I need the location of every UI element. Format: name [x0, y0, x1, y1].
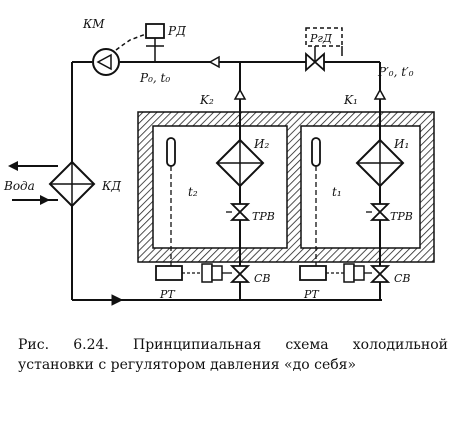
compressor: [92, 33, 147, 76]
k1-label: K₁: [343, 93, 358, 107]
km-label: КМ: [82, 17, 105, 31]
p0-t0-label: P₀, t₀: [139, 71, 170, 85]
thermo-bulb-right: [311, 137, 321, 272]
figure-caption: Рис. 6.24. Принципиальная схема холодиль…: [18, 337, 448, 373]
thermostat-left: [155, 263, 232, 283]
p0-t0-prime-label: P′₀, t′₀: [377, 65, 414, 79]
voda-label: Вода: [3, 179, 35, 193]
kd-label: КД: [101, 179, 121, 193]
flow-arrows: [111, 55, 387, 306]
thermostat-right: [299, 263, 372, 283]
solenoid-valve-right: [369, 265, 391, 283]
rt-left-label: РТ: [159, 288, 176, 301]
evaporator-left: [215, 138, 265, 188]
evaporator-right: [355, 138, 405, 188]
back-pressure-regulator: [305, 27, 343, 73]
t2-label: t₂: [188, 185, 198, 199]
expansion-valve-right: [366, 203, 391, 221]
pressure-switch: [145, 23, 165, 62]
rd-label: РД: [167, 24, 186, 38]
trv-right-label: ТРВ: [390, 210, 413, 223]
k2-label: K₂: [199, 93, 214, 107]
expansion-valve-left: [226, 203, 251, 221]
trv-left-label: ТРВ: [252, 210, 275, 223]
condenser: [8, 160, 96, 208]
solenoid-valve-left: [229, 265, 251, 283]
rt-right-label: РТ: [303, 288, 320, 301]
cold-chamber: [137, 111, 435, 263]
thermo-bulb-left: [166, 137, 176, 272]
sv-left-label: СВ: [254, 272, 271, 285]
t1-label: t₁: [332, 185, 342, 199]
i1-label: И₁: [393, 137, 409, 151]
rgd-label: PгД: [309, 32, 333, 45]
sv-right-label: СВ: [394, 272, 411, 285]
i2-label: И₂: [253, 137, 269, 151]
